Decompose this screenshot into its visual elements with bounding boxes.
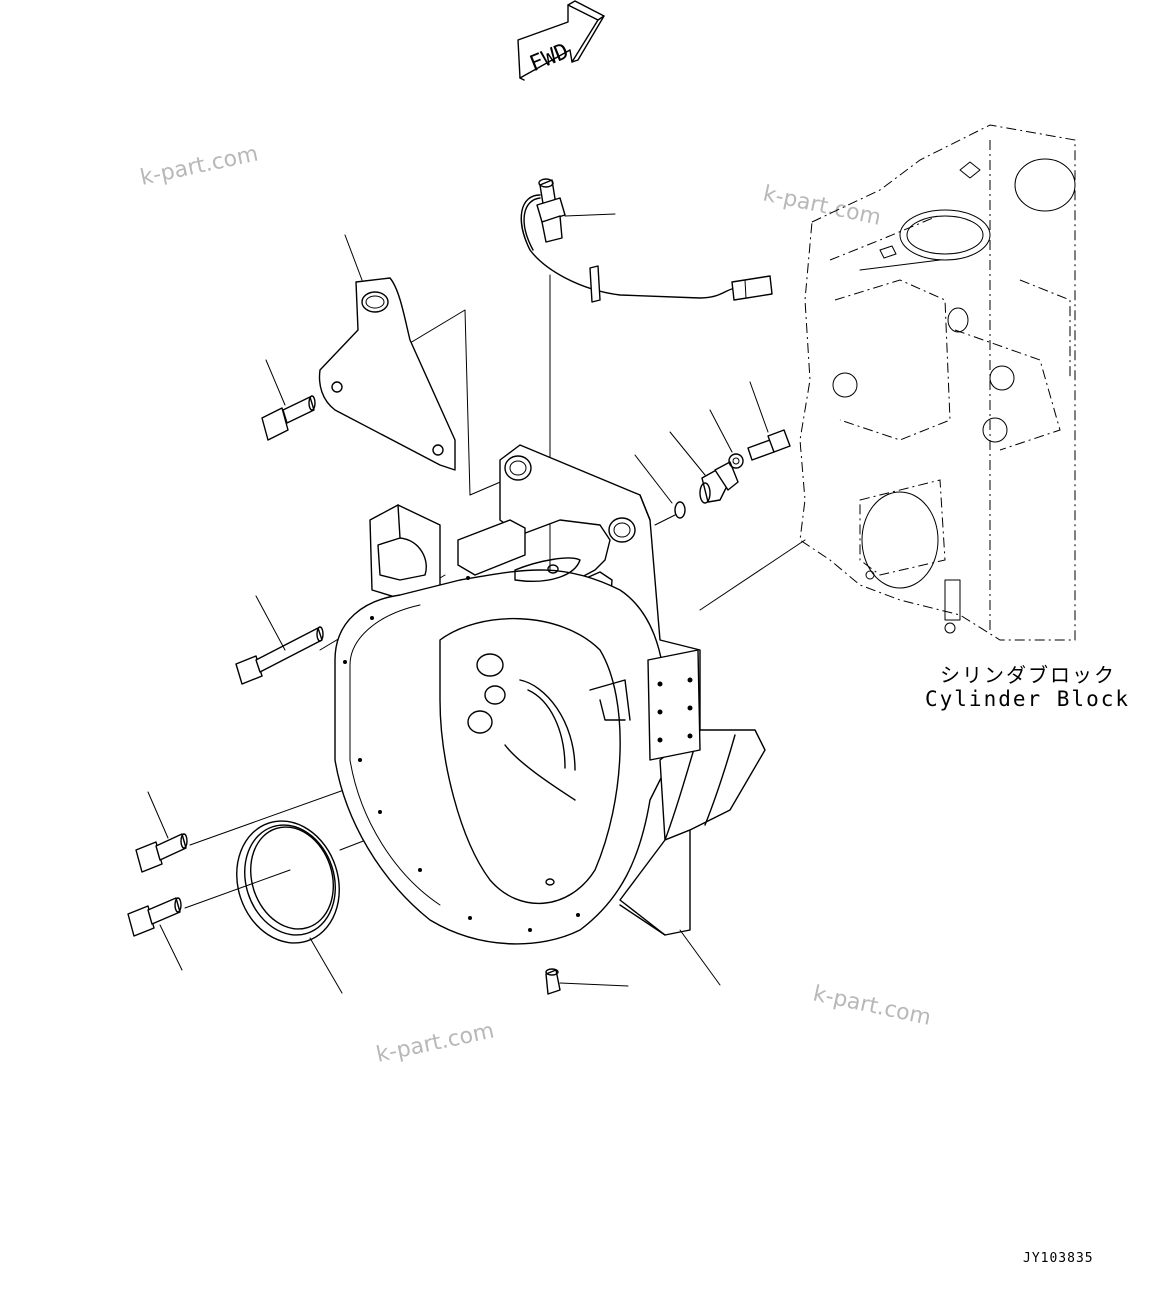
oil-seal [236, 820, 343, 994]
sensor-harness [520, 178, 773, 303]
cylinder-block-label-en: Cylinder Block [925, 687, 1130, 711]
bolt-lower-2 [127, 897, 183, 971]
fwd-arrow: FWD [517, 0, 605, 81]
cylinder-block-label-jp: シリンダブロック [940, 663, 1116, 687]
bolt-sensor [747, 381, 791, 461]
speed-sensor [669, 431, 739, 504]
plug [545, 968, 629, 995]
drawing-code: JY103835 [1023, 1251, 1094, 1266]
flywheel-housing [334, 444, 766, 986]
cylinder-block [799, 124, 1076, 641]
watermark: k-part.com [811, 981, 933, 1030]
long-bolt [235, 595, 324, 685]
watermark: k-part.com [374, 1019, 496, 1068]
bolt-lower-1 [135, 791, 188, 873]
watermark: k-part.com [761, 181, 883, 230]
watermark: k-part.com [138, 142, 260, 191]
o-ring [634, 454, 686, 519]
washer [709, 409, 744, 469]
mounting-bracket [318, 234, 456, 471]
bolt-bracket [261, 359, 316, 441]
